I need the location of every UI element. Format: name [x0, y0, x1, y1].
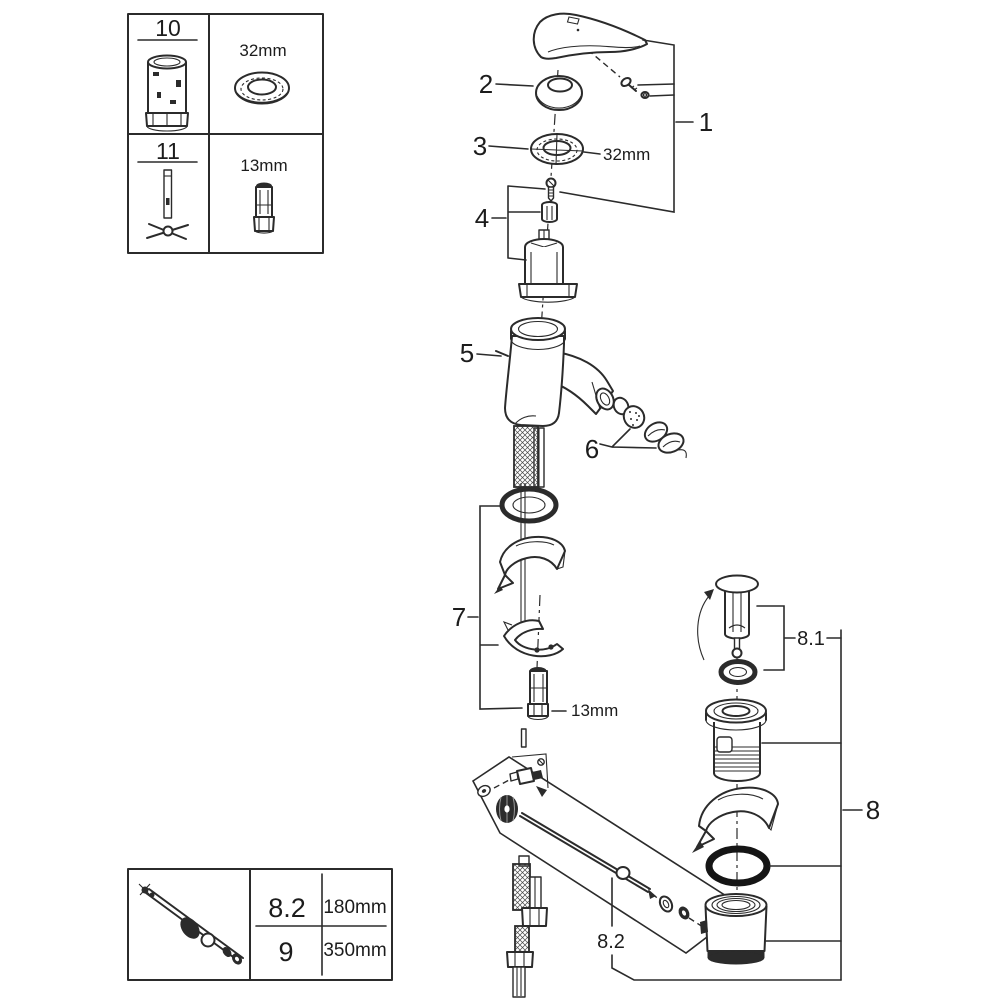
aerator-assembly: 6: [585, 396, 687, 464]
tool-table: 10 32mm 11 13mm: [127, 13, 324, 254]
length-row1-part: 8.2: [268, 893, 306, 923]
adapter-13mm: [527, 667, 549, 721]
handle-assembly: 1: [532, 12, 713, 213]
tool-10-number: 10: [155, 15, 181, 41]
length-row2-part: 9: [278, 937, 293, 967]
callout-7-label: 7: [452, 602, 466, 632]
t-socket-key-icon: [146, 169, 189, 240]
drain-cup: [700, 893, 768, 965]
callout-5-label: 5: [460, 338, 474, 368]
callout-3-label: 3: [473, 131, 487, 161]
callout-8-2-label: 8.2: [597, 931, 625, 953]
mounting-ring: 3 32mm: [473, 131, 650, 166]
callout-1-label: 1: [699, 107, 713, 137]
cartridge: [518, 229, 578, 303]
tool-11-number: 11: [156, 138, 180, 164]
ring-size-label: 32mm: [603, 145, 650, 164]
length-row2-value: 350mm: [323, 940, 386, 961]
socket-adapter-icon: [253, 182, 275, 234]
cartridge-fixing-set: 4: [475, 177, 578, 303]
pop-up-rod-parts: 13mm 7: [452, 483, 618, 721]
supply-hose: [506, 855, 548, 998]
pop-up-drain-assembly: 8.1: [692, 574, 880, 981]
callout-6-label: 6: [585, 434, 599, 464]
tool-11-size: 13mm: [240, 156, 287, 175]
drain-flange: [705, 698, 767, 782]
callout-2-label: 2: [479, 69, 493, 99]
callout-4-label: 4: [475, 203, 489, 233]
tool-10-size: 32mm: [239, 41, 286, 60]
pop-up-rod-assembly-icon: [138, 883, 244, 965]
adapter-size-label: 13mm: [571, 701, 618, 720]
faucet-body: 5: [460, 317, 615, 488]
length-table: 8.2 180mm 9 350mm: [127, 868, 393, 981]
escutcheon-cap: 2: [479, 69, 583, 111]
drain-knob: [715, 574, 759, 659]
handle-plug: [640, 91, 650, 99]
callout-8-1-label: 8.1: [797, 628, 825, 650]
handle-screw: [620, 76, 638, 92]
mounting-ring-icon: [234, 71, 290, 105]
callout-8-label: 8: [866, 795, 880, 825]
wedge-gasket: [692, 786, 779, 853]
length-row1-value: 180mm: [323, 897, 386, 918]
cartridge-sleeve-tool-icon: [145, 54, 189, 132]
